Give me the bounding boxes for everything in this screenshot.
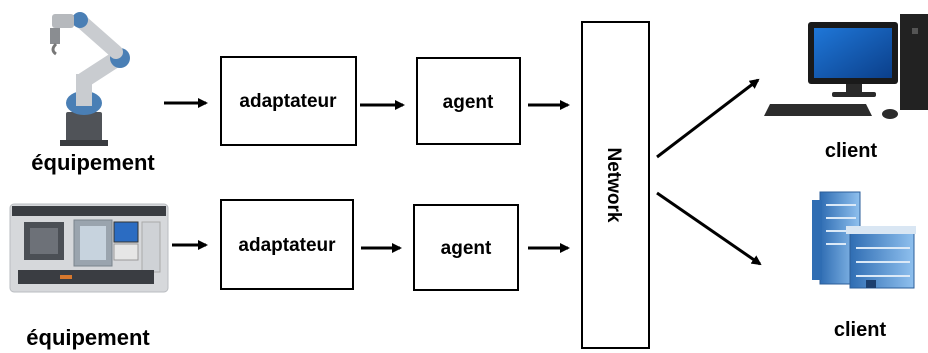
cnc-lathe-icon bbox=[9, 203, 169, 293]
office-building-icon bbox=[812, 191, 916, 289]
equipment-label-bottom: équipement bbox=[26, 325, 150, 350]
adapter-box-top: adaptateur bbox=[220, 56, 357, 146]
arrow-network-client-top bbox=[656, 78, 760, 159]
desktop-computer-icon bbox=[764, 14, 928, 119]
robot-arm-icon bbox=[50, 12, 130, 146]
adapter-box-bottom: adaptateur bbox=[220, 199, 354, 290]
adapter-label-bottom: adaptateur bbox=[238, 235, 336, 256]
arrow-network-client-bottom bbox=[656, 191, 762, 266]
network-label: Network bbox=[603, 148, 624, 223]
adapter-label-top: adaptateur bbox=[239, 91, 337, 112]
network-box: Network bbox=[581, 21, 650, 349]
agent-label-bottom: agent bbox=[441, 238, 492, 259]
agent-box-top: agent bbox=[416, 57, 521, 145]
client-label-top: client bbox=[825, 140, 878, 162]
client-label-bottom: client bbox=[834, 319, 887, 341]
agent-box-bottom: agent bbox=[413, 204, 519, 291]
agent-label-top: agent bbox=[443, 92, 494, 113]
equipment-label-top: équipement bbox=[31, 150, 155, 175]
